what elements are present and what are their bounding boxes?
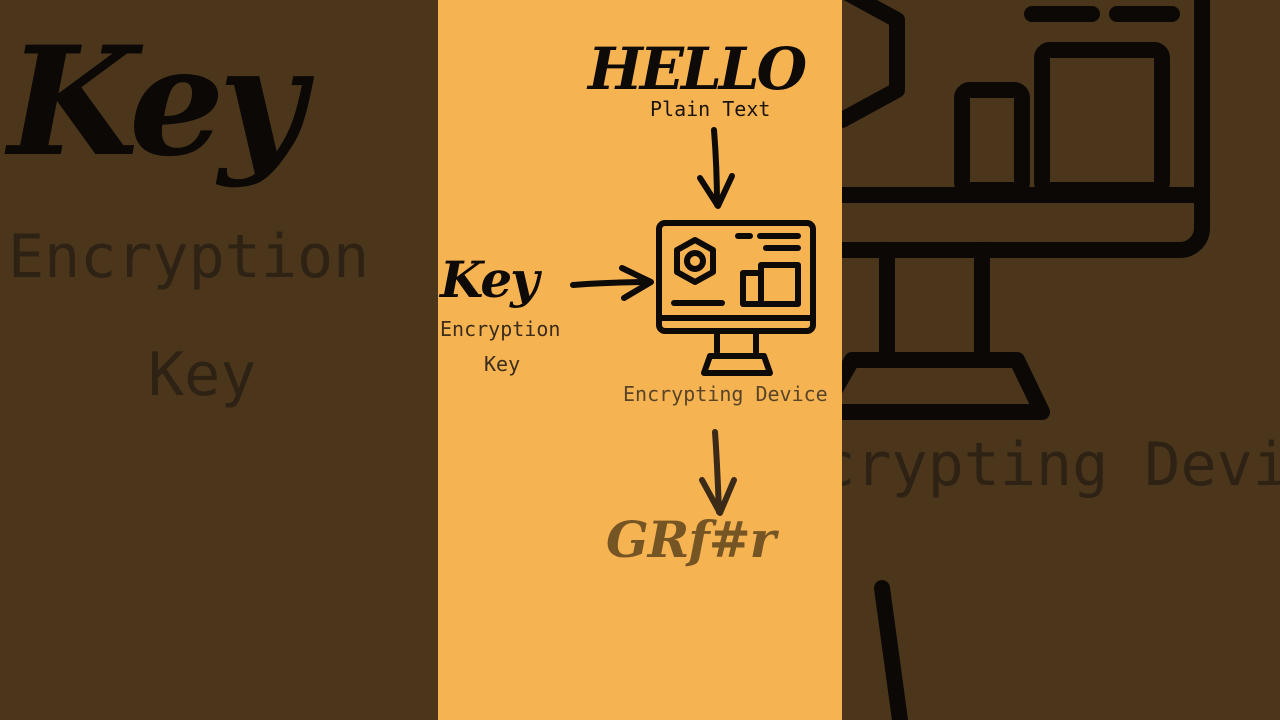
background-monitor-icon: [842, 0, 1210, 720]
arrow-right-icon: [570, 265, 654, 301]
plain-text-label: Plain Text: [650, 97, 771, 121]
computer-monitor-icon: [656, 220, 816, 376]
bar-chart-icon: [740, 262, 801, 307]
background-device-label: Encrypting Device: [842, 430, 1280, 500]
background-encryption-label: Encryption: [8, 222, 370, 292]
key-word: Key: [440, 250, 539, 309]
background-left-panel: Key Encryption Key: [0, 0, 438, 720]
background-key-title: Key: [8, 14, 306, 190]
diagram-panel: HELLO Plain Text Key Encryption Key Encr…: [438, 0, 842, 720]
encryption-key-label: Key: [484, 352, 521, 376]
background-right-panel: Encrypting Device: [842, 0, 1280, 720]
cipher-text-word: GRf#r: [606, 510, 776, 569]
arrow-down-icon: [699, 429, 737, 516]
encrypting-device-label: Encrypting Device: [623, 382, 828, 406]
background-key-label: Key: [148, 340, 257, 410]
arrow-down-icon: [697, 127, 735, 209]
gear-hexagon-icon: [674, 237, 716, 285]
plain-text-word: HELLO: [588, 35, 807, 103]
encryption-label: Encryption: [440, 317, 561, 341]
